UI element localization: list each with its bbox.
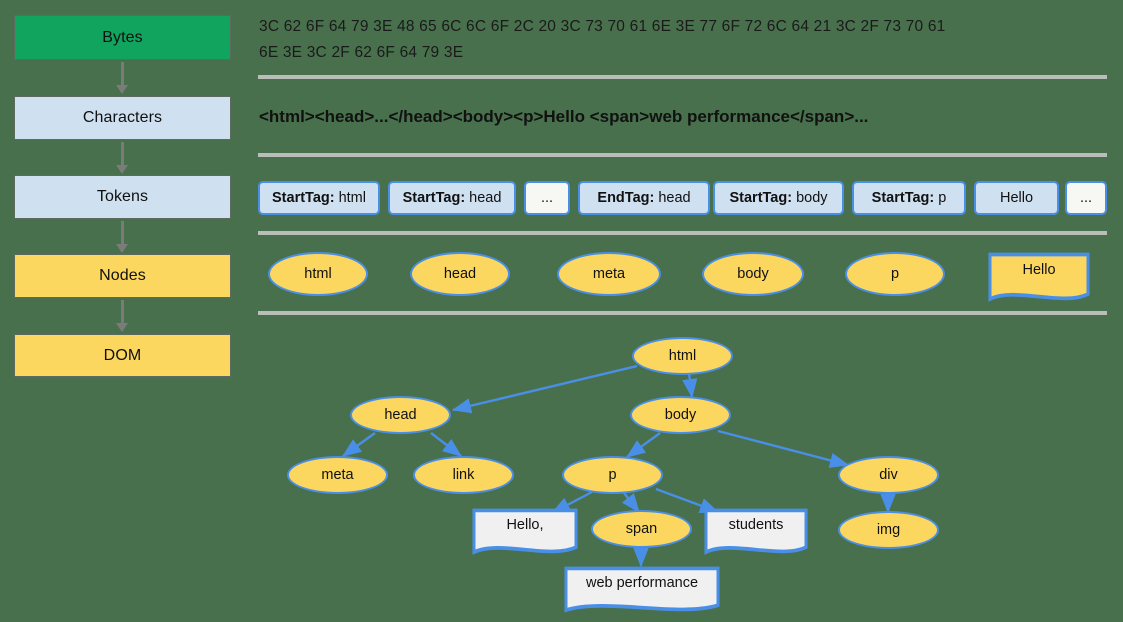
- node-label: web performance: [585, 575, 699, 591]
- tree-node-hello-note[interactable]: Hello,: [472, 508, 578, 557]
- note-shape-icon: [704, 508, 808, 555]
- tree-node-span[interactable]: span: [591, 510, 692, 548]
- pipeline-step-nodes-label: Nodes: [99, 267, 146, 284]
- separator-characters: [258, 153, 1107, 157]
- token-ellipsis-1[interactable]: ...: [524, 181, 570, 215]
- arrow-shaft: [120, 300, 124, 323]
- bytes-hex-line-2: 6E 3E 3C 2F 62 6F 64 79 3E: [259, 44, 464, 61]
- node-label: span: [625, 521, 658, 537]
- tree-node-p[interactable]: p: [562, 456, 663, 494]
- arrow-shaft: [120, 142, 124, 165]
- token-prefix: StartTag:: [402, 190, 466, 206]
- separator-bytes: [258, 75, 1107, 79]
- pipeline-arrow-2: [112, 142, 132, 174]
- pipeline-step-characters: Characters: [14, 96, 231, 140]
- arrow-head: [116, 323, 128, 332]
- tree-node-html[interactable]: html: [632, 337, 733, 375]
- node-row-html[interactable]: html: [268, 252, 368, 296]
- node-row-meta[interactable]: meta: [557, 252, 661, 296]
- pipeline-step-tokens: Tokens: [14, 175, 231, 219]
- tree-node-students-note[interactable]: students: [704, 508, 808, 557]
- token-ellipsis-2[interactable]: ...: [1065, 181, 1107, 215]
- token-text-hello[interactable]: Hello: [974, 181, 1059, 215]
- tree-node-meta[interactable]: meta: [287, 456, 388, 494]
- tree-node-webperf-note[interactable]: web performance: [564, 566, 720, 615]
- note-shape-icon: [988, 252, 1090, 302]
- token-value: html: [338, 190, 366, 206]
- pipeline-arrow-3: [112, 221, 132, 253]
- token-prefix: StartTag:: [272, 190, 335, 206]
- node-label: img: [876, 522, 901, 538]
- tree-node-head[interactable]: head: [350, 396, 451, 434]
- token-value: ...: [1079, 190, 1093, 206]
- node-label: html: [304, 266, 332, 282]
- token-value: head: [469, 190, 502, 206]
- node-row-hello-note[interactable]: Hello: [988, 252, 1090, 304]
- tree-node-body[interactable]: body: [630, 396, 731, 434]
- arrow-head: [116, 244, 128, 253]
- arrow-head: [116, 165, 128, 174]
- tree-node-img[interactable]: img: [838, 511, 939, 549]
- pipeline-step-bytes: Bytes: [14, 15, 231, 60]
- node-label: head: [384, 407, 417, 423]
- token-value: ...: [540, 190, 554, 206]
- tree-node-link[interactable]: link: [413, 456, 514, 494]
- pipeline-step-characters-label: Characters: [82, 109, 163, 126]
- edge-html-body: [682, 372, 698, 399]
- node-label: body: [664, 407, 697, 423]
- arrow-shaft: [120, 221, 124, 244]
- token-prefix: StartTag:: [871, 190, 935, 206]
- token-value: p: [938, 190, 947, 206]
- node-label: students: [728, 517, 784, 533]
- separator-tokens: [258, 231, 1107, 235]
- note-shape-icon: [564, 566, 720, 613]
- edge-head-meta: [342, 432, 376, 457]
- pipeline-step-tokens-label: Tokens: [96, 188, 149, 205]
- token-prefix: StartTag:: [729, 190, 793, 206]
- node-label: Hello,: [506, 517, 544, 533]
- node-row-body[interactable]: body: [702, 252, 804, 296]
- pipeline-step-dom: DOM: [14, 334, 231, 377]
- tree-node-div[interactable]: div: [838, 456, 939, 494]
- node-row-p[interactable]: p: [845, 252, 945, 296]
- arrow-shaft: [120, 62, 124, 85]
- edge-body-p: [626, 432, 661, 458]
- separator-nodes: [258, 311, 1107, 315]
- token-starttag-p[interactable]: StartTag:p: [852, 181, 966, 215]
- node-label: link: [452, 467, 475, 483]
- pipeline-arrow-4: [112, 300, 132, 332]
- node-label: body: [737, 266, 769, 282]
- node-label: html: [668, 348, 697, 364]
- token-value: body: [796, 190, 828, 206]
- node-label: div: [879, 467, 898, 483]
- note-shape-icon: [472, 508, 578, 555]
- token-value: Hello: [999, 190, 1034, 206]
- node-label: meta: [592, 266, 626, 282]
- node-label: Hello: [1022, 262, 1056, 278]
- node-label: head: [443, 266, 477, 282]
- node-label: meta: [321, 467, 354, 483]
- edge-head-link: [430, 432, 462, 457]
- edge-body-div: [717, 429, 850, 468]
- node-row-head[interactable]: head: [410, 252, 510, 296]
- node-label: p: [608, 467, 617, 483]
- pipeline-step-nodes: Nodes: [14, 254, 231, 298]
- pipeline-step-bytes-label: Bytes: [102, 28, 143, 46]
- arrow-head: [116, 85, 128, 94]
- node-label: p: [890, 266, 900, 282]
- token-starttag-head[interactable]: StartTag:head: [388, 181, 516, 215]
- token-starttag-html[interactable]: StartTag:html: [258, 181, 380, 215]
- token-prefix: EndTag:: [597, 190, 655, 206]
- edge-html-head: [451, 364, 638, 414]
- pipeline-arrow-1: [112, 62, 132, 94]
- characters-markup-text: <html><head>...</head><body><p>Hello <sp…: [259, 107, 869, 126]
- token-value: head: [658, 190, 691, 206]
- token-starttag-body[interactable]: StartTag:body: [713, 181, 844, 215]
- token-endtag-head[interactable]: EndTag:head: [578, 181, 710, 215]
- pipeline-step-dom-label: DOM: [103, 346, 142, 364]
- bytes-hex-line-1: 3C 62 6F 64 79 3E 48 65 6C 6C 6F 2C 20 3…: [259, 18, 946, 35]
